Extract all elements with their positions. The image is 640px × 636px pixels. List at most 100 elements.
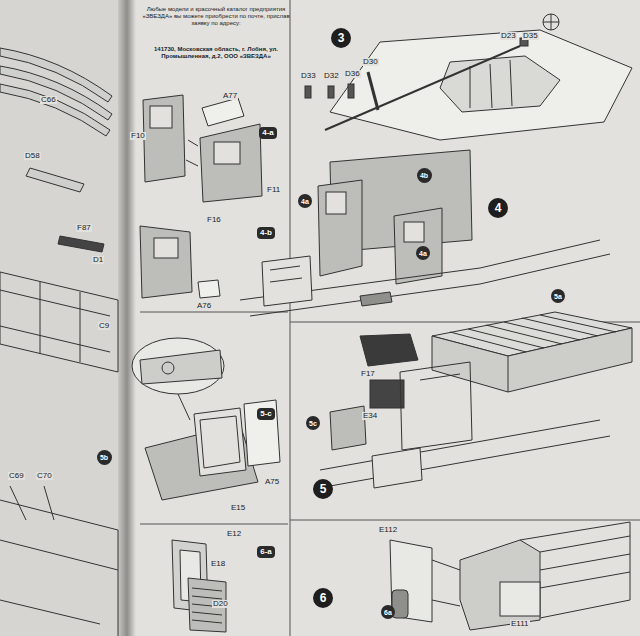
part-number: D33 <box>300 72 317 80</box>
node-text: 5a <box>554 293 562 300</box>
step-number: 6 <box>313 588 333 608</box>
step4-cab-shape <box>318 180 362 276</box>
left-page-parts-shape <box>0 84 110 136</box>
step4-cab-shape <box>326 192 346 214</box>
substep-tag: 4-b <box>257 227 275 239</box>
node-text: 4b <box>420 172 428 179</box>
part-number: D35 <box>522 32 539 40</box>
page-ground-shape <box>0 0 122 636</box>
step3-cab-floor-shape <box>368 72 378 110</box>
step4-cab-shape <box>270 266 302 282</box>
part-number: E34 <box>362 412 378 420</box>
part-number: C66 <box>40 96 57 104</box>
substep-4a-doors-shape <box>202 98 244 126</box>
substep-5c-dashboard <box>132 338 280 500</box>
substep-4b-door <box>140 226 220 298</box>
substep-4a-doors-shape <box>186 140 198 166</box>
step6-truck-shape <box>432 560 460 606</box>
left-page-parts-shape <box>26 168 84 192</box>
step5-bed-and-cab-shape <box>370 380 404 408</box>
part-number: A76 <box>196 302 212 310</box>
part-number: F17 <box>360 370 376 378</box>
substep-4a-doors <box>143 95 262 202</box>
step5-bed-and-cab-shape <box>320 420 610 486</box>
substep-4b-door-shape <box>154 238 178 258</box>
step5-bed-and-cab-shape <box>432 328 632 392</box>
substep-5c-dashboard-shape <box>178 394 190 420</box>
part-number: E12 <box>226 530 242 538</box>
node-text: 6-a <box>260 548 272 556</box>
left-page-parts-shape <box>58 236 104 252</box>
node-text: 6 <box>320 592 327 604</box>
part-number: C70 <box>36 472 53 480</box>
node-text: 5 <box>320 483 327 495</box>
node-text: 3 <box>338 32 345 44</box>
step3-cab-floor-shape <box>543 14 559 30</box>
part-number: E18 <box>210 560 226 568</box>
step3-cab-floor-shape <box>470 60 512 108</box>
left-page-parts-shape <box>10 486 54 520</box>
node-text: 4a <box>419 250 427 257</box>
substep-4a-doors-shape <box>143 95 185 182</box>
step5-bed-and-cab-shape <box>508 356 509 392</box>
step4-cab-shape <box>394 208 442 284</box>
step3-cab-floor-shape <box>543 14 559 30</box>
part-number: D20 <box>212 600 229 608</box>
node-text: 5b <box>100 454 108 461</box>
step4-cab-shape <box>262 256 312 306</box>
substep-5c-dashboard-shape <box>194 408 246 476</box>
step4-cab-shape <box>404 222 424 242</box>
left-page-parts-shape <box>0 500 118 636</box>
step-number: 4 <box>488 198 508 218</box>
step6-truck-shape <box>390 540 432 622</box>
part-number: F16 <box>206 216 222 224</box>
part-number: D36 <box>344 70 361 78</box>
part-number: C9 <box>98 322 110 330</box>
publisher-note: Любые модели и красочный каталог предпри… <box>140 6 292 27</box>
step6-truck-shape <box>460 540 540 630</box>
callout-circle: 5b <box>97 450 112 465</box>
page-ground-shape <box>118 0 136 636</box>
part-number: D23 <box>500 32 517 40</box>
step5-bed-and-cab-shape <box>400 362 472 450</box>
callout-circle: 5c <box>306 416 320 430</box>
step3-cab-floor-shape <box>305 86 311 98</box>
substep-tag: 6-a <box>257 546 275 558</box>
left-page-parts-shape <box>0 282 110 362</box>
step-number: 5 <box>313 479 333 499</box>
node-text: 4-b <box>260 229 272 237</box>
publisher-address: 141730, Московская область, г. Лобня, ул… <box>140 46 292 60</box>
substep-4b-door-shape <box>140 226 192 298</box>
node-text: 5c <box>309 420 317 427</box>
frame-lines-shape <box>140 312 288 313</box>
node-text: 5-c <box>260 410 272 418</box>
step4-cab-shape <box>360 292 392 306</box>
part-number: F11 <box>266 186 281 194</box>
part-number: F87 <box>76 224 92 232</box>
part-number: D1 <box>92 256 104 264</box>
step5-bed-and-cab-shape <box>450 315 616 352</box>
callout-circle: 6a <box>381 605 395 619</box>
part-number: E111 <box>510 620 530 628</box>
substep-5c-dashboard-shape <box>132 338 224 394</box>
node-text: 4 <box>495 202 502 214</box>
step3-cab-floor-shape <box>440 56 560 112</box>
callout-circle: 5a <box>551 289 565 303</box>
part-number: E15 <box>230 504 246 512</box>
substep-5c-dashboard-shape <box>140 350 222 384</box>
substep-4a-doors-shape <box>200 124 262 202</box>
frame-lines-shape <box>140 524 288 525</box>
part-number: F10 <box>130 132 146 140</box>
step4-cab <box>240 150 610 316</box>
part-number: C69 <box>8 472 25 480</box>
step3-cab-floor-shape <box>348 84 354 98</box>
frame-lines <box>140 0 640 636</box>
callout-circle: 4b <box>417 168 432 183</box>
step5-bed-and-cab <box>320 312 632 488</box>
step6-truck-shape <box>500 582 540 616</box>
step5-bed-and-cab-shape <box>372 448 422 488</box>
part-number: D32 <box>323 72 340 80</box>
substep-5c-dashboard-shape <box>162 362 174 374</box>
frame-lines-shape <box>290 0 291 636</box>
